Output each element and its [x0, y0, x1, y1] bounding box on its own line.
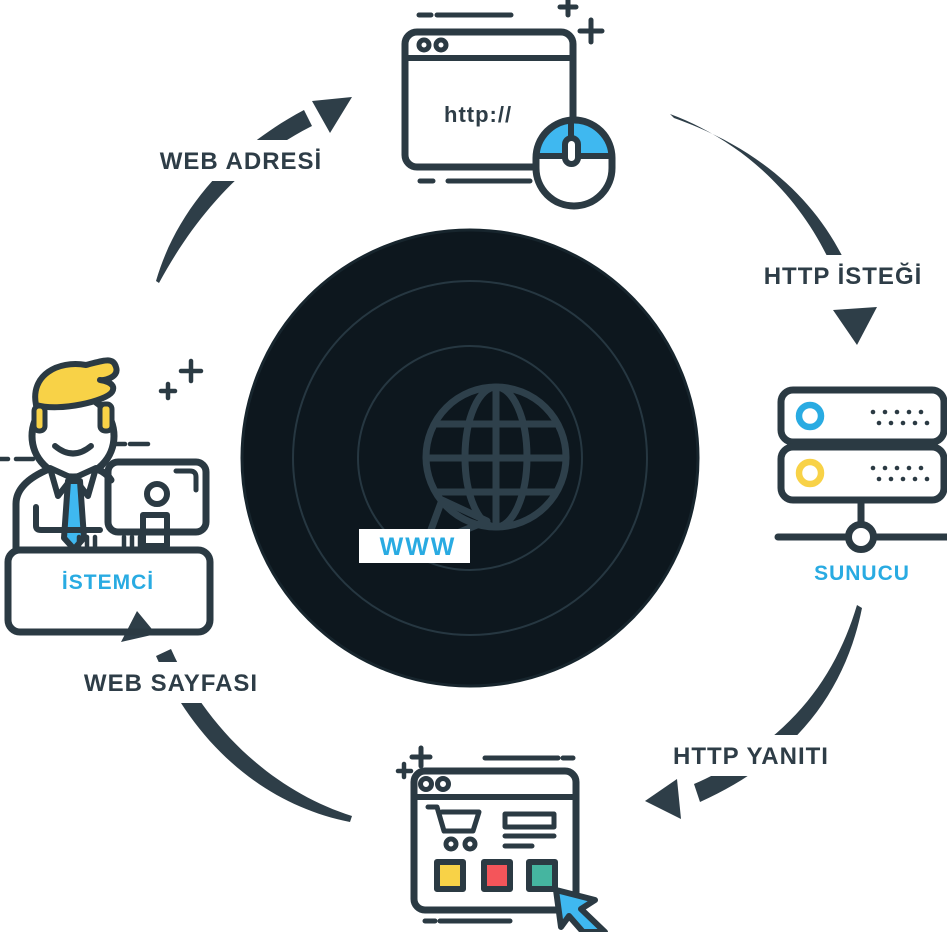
- mouse-icon: [532, 116, 616, 210]
- webpage-dot: [435, 776, 451, 792]
- label-box: [748, 255, 938, 296]
- mouse-wheel: [562, 135, 581, 167]
- person-smile: [52, 443, 94, 457]
- monitor-icon: [104, 458, 210, 536]
- plus-sparkle-icon: [158, 358, 204, 401]
- label-http-request: HTTP İSTEĞİ: [748, 255, 938, 296]
- person-sideburn: [31, 403, 48, 434]
- arrowhead-left: [645, 779, 681, 819]
- label-text: WEB SAYFASI: [84, 670, 258, 697]
- desk-panel: [4, 546, 214, 636]
- product-tile-yellow: [434, 859, 466, 892]
- browser-window-group: http://: [401, 0, 616, 210]
- arrowhead-down: [833, 307, 877, 345]
- plus-sparkle-icon: [395, 745, 433, 780]
- desk-items: [76, 534, 143, 551]
- monitor-button: [144, 481, 170, 507]
- person-hair: [32, 357, 120, 411]
- server-unit-bottom: [777, 443, 947, 504]
- server-label: SUNUCU: [814, 562, 910, 585]
- client-person-icon: İSTEMCİ: [0, 357, 214, 636]
- client-label: İSTEMCİ: [62, 571, 154, 594]
- text-block-lines: [502, 811, 557, 849]
- browser-url-text: http://: [444, 102, 512, 127]
- monitor-corner-detail: [173, 468, 199, 493]
- product-tile-red: [481, 859, 513, 892]
- arrow-web-page: [121, 611, 352, 822]
- cursor-arrow-icon: [553, 887, 608, 932]
- label-web-address: WEB ADRESİ: [147, 140, 335, 181]
- person-shoulder-left: [12, 465, 53, 554]
- person-arm: [33, 504, 103, 533]
- label-text: HTTP YANITI: [673, 743, 829, 770]
- label-box: [359, 529, 470, 563]
- shopping-cart-icon: [425, 804, 482, 852]
- label-http-response: HTTP YANITI: [658, 735, 845, 776]
- network-node: [845, 521, 877, 553]
- product-tile-teal: [526, 859, 558, 892]
- middle-ring: [292, 280, 648, 636]
- plus-sparkle-icon: [557, 0, 605, 45]
- label-text: WWW: [380, 533, 457, 561]
- webpage-window-icon: [410, 767, 580, 914]
- webpage-window-group: [395, 745, 608, 932]
- label-box: [147, 140, 335, 181]
- arrowhead-up-right: [312, 97, 352, 133]
- label-box: [658, 735, 845, 776]
- server-vent-dots: [870, 409, 930, 482]
- label-www: WWW: [359, 529, 470, 563]
- person-sideburn: [97, 401, 115, 434]
- label-text: HTTP İSTEĞİ: [764, 262, 923, 290]
- server-unit-top: [777, 386, 947, 446]
- browser-dot: [433, 37, 449, 53]
- label-web-page: WEB SAYFASI: [77, 662, 265, 703]
- arrow-http-request: [670, 114, 877, 345]
- arrow-http-response: [645, 605, 862, 819]
- server-led-blue: [795, 401, 825, 431]
- browser-window-icon: [401, 28, 577, 171]
- label-box: [77, 662, 265, 703]
- label-text: WEB ADRESİ: [160, 148, 322, 175]
- arrow-web-address: [156, 97, 352, 283]
- server-icon: SUNUCU: [774, 386, 947, 585]
- webpage-dot: [418, 776, 434, 792]
- server-led-yellow: [795, 458, 825, 488]
- browser-dot: [416, 37, 432, 53]
- center-globe-group: [240, 228, 700, 688]
- arrowhead-up: [121, 611, 156, 642]
- inner-ring: [357, 345, 583, 571]
